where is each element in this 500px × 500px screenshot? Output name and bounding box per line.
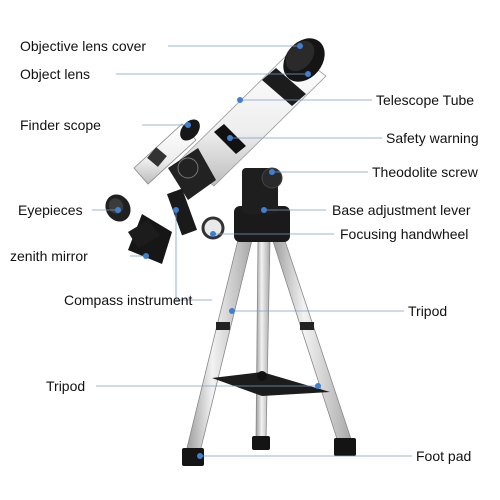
- foot-pad-right: [334, 438, 356, 456]
- label-tripod-left: Tripod: [46, 378, 86, 394]
- marker-foot-pad: [197, 453, 203, 459]
- tripod-leg-right: [271, 237, 353, 443]
- mount: [201, 167, 290, 242]
- marker-compass-instrument: [173, 207, 179, 213]
- finder-scope-group: [133, 119, 200, 185]
- theodolite-knob: [261, 167, 283, 189]
- marker-safety-warning: [227, 135, 233, 141]
- label-objective-lens-cover: Objective lens cover: [20, 38, 147, 54]
- marker-eyepieces: [115, 207, 121, 213]
- leader-compass-instrument: [175, 210, 212, 301]
- marker-finder-scope: [185, 122, 191, 128]
- tripod-spreader: [212, 372, 330, 396]
- marker-object-lens: [305, 71, 311, 77]
- foot-pad-back: [252, 436, 270, 450]
- eyepiece-group: [105, 194, 172, 264]
- tripod: [182, 237, 356, 466]
- label-zenith-mirror: zenith mirror: [10, 248, 88, 264]
- label-tripod-right: Tripod: [408, 303, 448, 319]
- tube-band: [262, 68, 306, 106]
- marker-tripod-left: [315, 383, 321, 389]
- label-focusing-handwheel: Focusing handwheel: [340, 226, 469, 242]
- marker-focusing-handwheel: [210, 231, 216, 237]
- marker-tripod-right: [229, 308, 235, 314]
- spreader-knob: [257, 371, 267, 381]
- marker-base-adjustment-lever: [261, 207, 267, 213]
- tripod-leg-back: [255, 239, 271, 441]
- compass: [177, 157, 199, 179]
- main-tube: [166, 38, 327, 236]
- label-theodolite-screw: Theodolite screw: [372, 164, 478, 180]
- label-compass-instrument: Compass instrument: [64, 292, 193, 308]
- label-safety-warning: Safety warning: [386, 130, 479, 146]
- mount-head: [234, 206, 290, 242]
- label-base-adjustment-lever: Base adjustment lever: [332, 202, 471, 218]
- focusing-handwheel-knob: [201, 216, 225, 240]
- label-finder-scope: Finder scope: [20, 117, 101, 133]
- label-object-lens: Object lens: [20, 66, 91, 82]
- label-telescope-tube: Telescope Tube: [376, 92, 475, 108]
- marker-zenith-mirror: [143, 253, 149, 259]
- leader-lines: [92, 45, 412, 457]
- label-eyepieces: Eyepieces: [18, 202, 83, 218]
- label-foot-pad: Foot pad: [416, 448, 472, 464]
- marker-dots: [115, 43, 321, 459]
- tripod-leg-left: [185, 239, 253, 453]
- foot-pad-left: [182, 448, 204, 466]
- marker-telescope-tube: [237, 97, 243, 103]
- marker-theodolite-screw: [269, 169, 275, 175]
- marker-objective-lens-cover: [297, 43, 303, 49]
